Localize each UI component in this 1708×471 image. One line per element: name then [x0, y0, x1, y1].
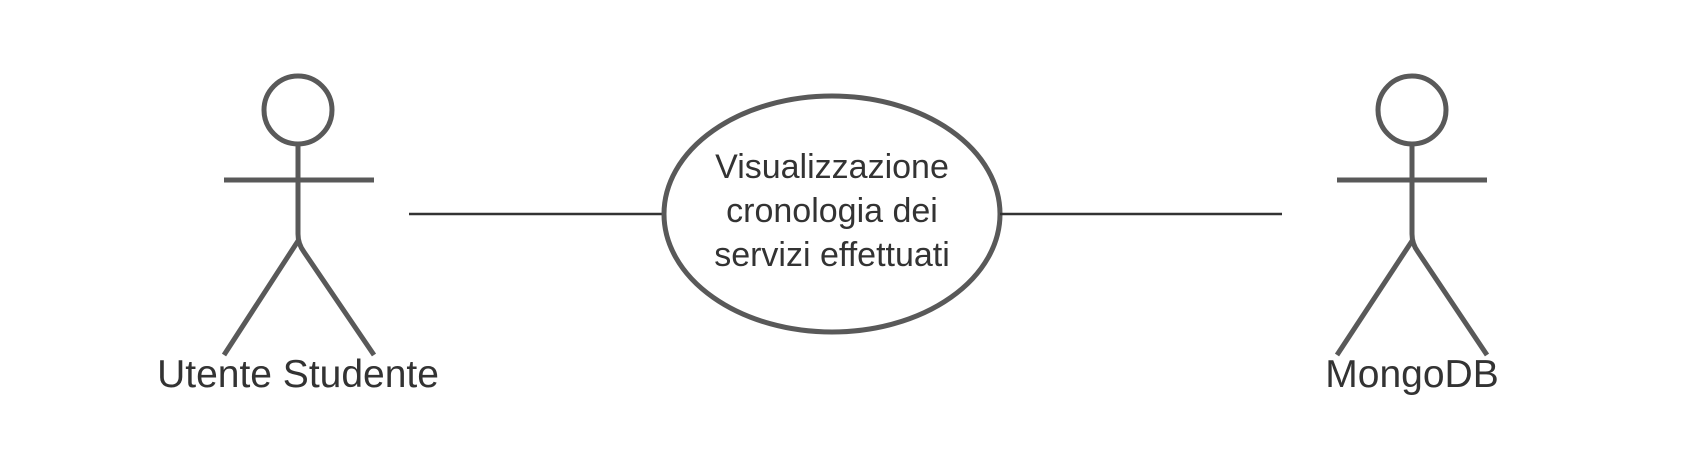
use-case-label-line-3: servizi effettuati [714, 236, 950, 274]
use-case-label-line-1: Visualizzazione [715, 148, 949, 186]
actor-label: Utente Studente [157, 353, 439, 396]
actor-body [1409, 144, 1490, 357]
use-case-visualizzazione-cronologia: Visualizzazione cronologia dei servizi e… [661, 93, 1003, 335]
actor-utente-studente: Utente Studente [157, 73, 439, 396]
actor-mongodb: MongoDB [1325, 73, 1499, 396]
actor-body [295, 144, 377, 357]
actor-label: MongoDB [1325, 353, 1498, 396]
actor-head [1375, 73, 1449, 147]
actor-left-leg [1334, 239, 1415, 357]
use-case-label-line-2: cronologia dei [726, 192, 938, 230]
actor-head [261, 73, 335, 147]
actor-left-leg [221, 239, 301, 357]
